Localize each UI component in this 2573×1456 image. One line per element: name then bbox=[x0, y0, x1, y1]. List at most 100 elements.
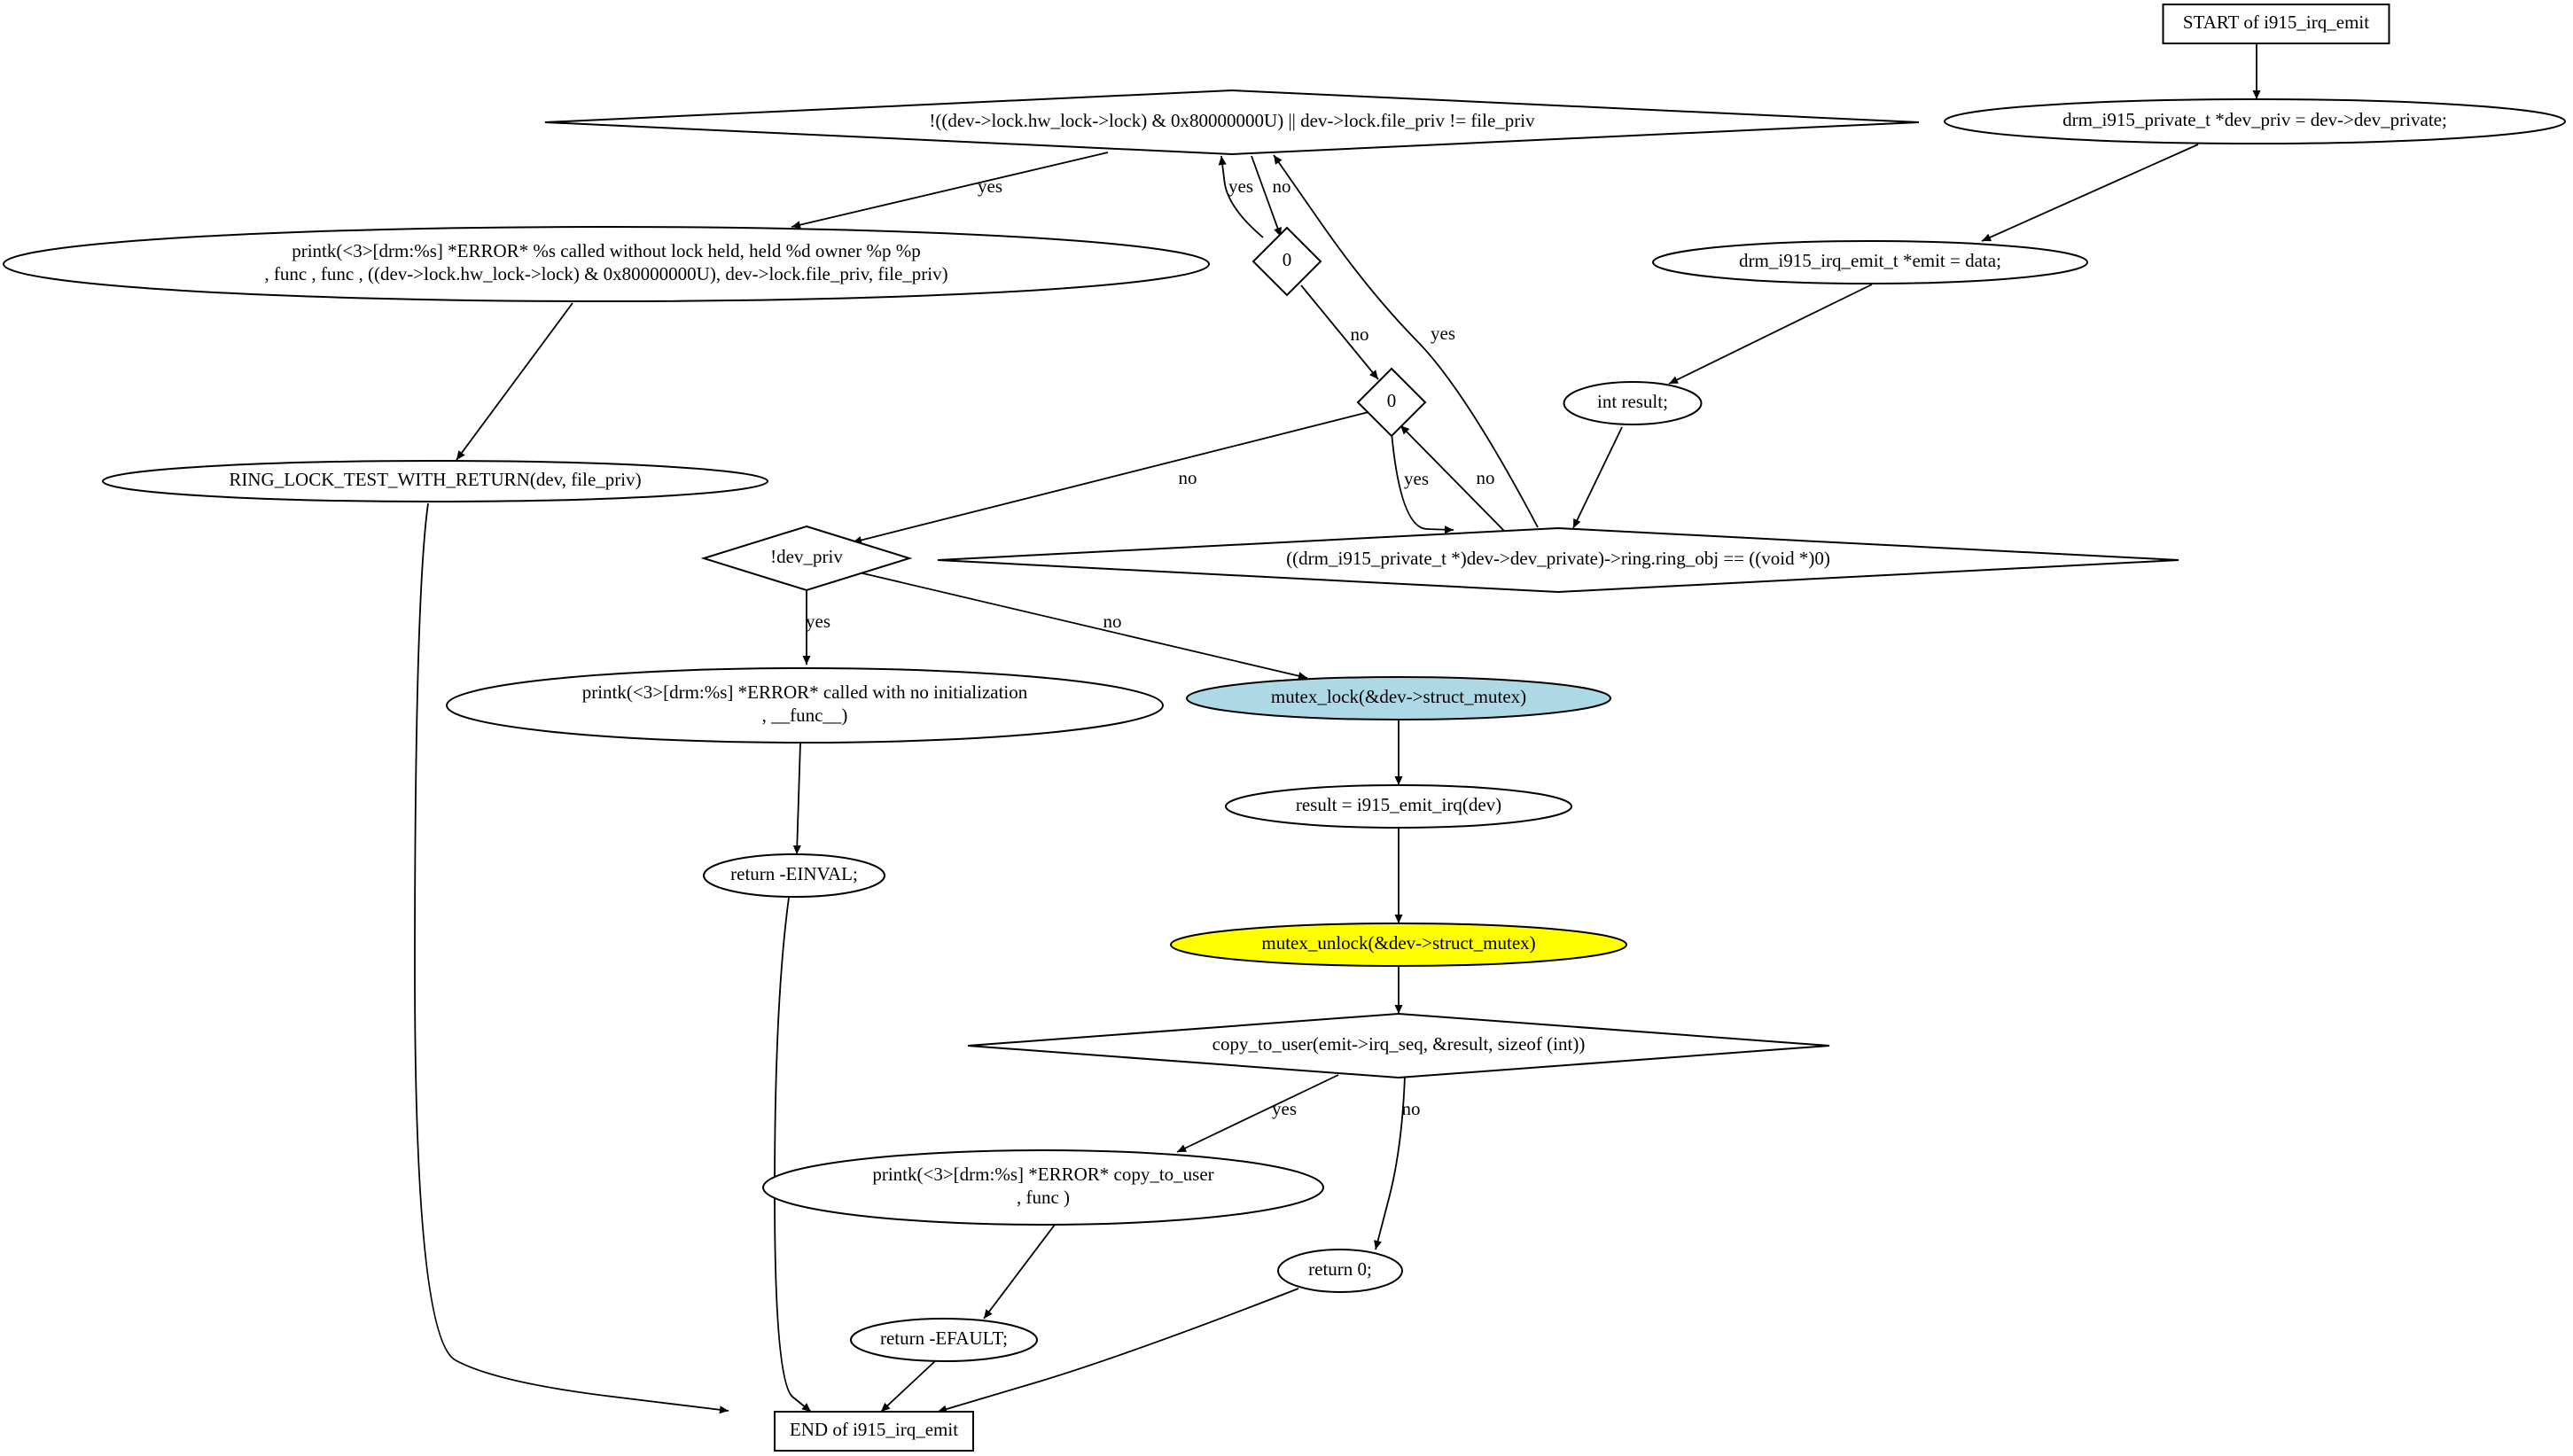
node-label: printk(<3>[drm:%s] *ERROR* called with n… bbox=[582, 681, 1028, 703]
node-copy-check: copy_to_user(emit->irq_seq, &result, siz… bbox=[967, 1012, 1830, 1079]
edge-label: no bbox=[1179, 467, 1197, 488]
node-ellipse-shape bbox=[1944, 98, 2566, 144]
edge-label: yes bbox=[1404, 468, 1429, 489]
node-end: END of i915_irq_emit bbox=[774, 1411, 974, 1452]
node-label: 0 bbox=[1283, 249, 1292, 270]
node-dev-priv-decl: drm_i915_private_t *dev_priv = dev->dev_… bbox=[1944, 98, 2566, 144]
edge-zero_a-to-zero_b: no bbox=[1300, 284, 1379, 380]
edge-ring_lock_test-to-end bbox=[414, 502, 729, 1414]
edge-return_efault-to-end bbox=[880, 1360, 936, 1413]
node-label: , func , func , ((dev->lock.hw_lock->loc… bbox=[264, 263, 947, 284]
edge-emit_decl-to-result_decl bbox=[1668, 284, 1873, 385]
node-diamond-shape bbox=[544, 89, 1920, 156]
edge-return_zero-to-end bbox=[937, 1288, 1299, 1413]
node-label: return -EINVAL; bbox=[730, 863, 858, 884]
edge-copy_error-to-return_efault bbox=[983, 1224, 1056, 1320]
node-lock-check: !((dev->lock.hw_lock->lock) & 0x80000000… bbox=[544, 89, 1920, 156]
node-mutex-lock: mutex_lock(&dev->struct_mutex) bbox=[1186, 676, 1611, 720]
node-label: !((dev->lock.hw_lock->lock) & 0x80000000… bbox=[929, 110, 1535, 131]
edge-arrow bbox=[852, 410, 1373, 544]
node-label: START of i915_irq_emit bbox=[2183, 12, 2369, 33]
node-result-assign: result = i915_emit_irq(dev) bbox=[1225, 784, 1572, 829]
edge-arrow bbox=[937, 1288, 1299, 1413]
nodes-layer: START of i915_irq_emit drm_i915_private_t… bbox=[3, 4, 2566, 1452]
edge-label: yes bbox=[1228, 175, 1253, 197]
node-return-efault: return -EFAULT; bbox=[850, 1318, 1038, 1362]
node-result-decl: int result; bbox=[1563, 381, 1703, 425]
edge-zero_a-to-lock_check: yes bbox=[1218, 155, 1264, 238]
edge-zero_b-to-ring_check: yes bbox=[1391, 432, 1454, 534]
node-init-error: printk(<3>[drm:%s] *ERROR* called with n… bbox=[446, 667, 1164, 744]
edge-arrow bbox=[1668, 284, 1873, 385]
edge-return_einval-to-end bbox=[774, 897, 812, 1413]
node-lock-error: printk(<3>[drm:%s] *ERROR* %s called wit… bbox=[3, 226, 1210, 302]
node-start: START of i915_irq_emit bbox=[2162, 4, 2390, 44]
edge-arrow bbox=[880, 1360, 936, 1413]
edge-ring_check-to-zero_b: no bbox=[1400, 424, 1506, 533]
edge-arrow bbox=[983, 1224, 1056, 1320]
node-label: !dev_priv bbox=[770, 546, 843, 567]
node-diamond-shape bbox=[937, 526, 2179, 594]
node-ellipse-shape bbox=[1186, 676, 1611, 720]
node-label: result = i915_emit_irq(dev) bbox=[1296, 794, 1501, 815]
edge-arrow bbox=[414, 502, 729, 1414]
node-label: return 0; bbox=[1308, 1258, 1372, 1280]
node-ellipse-shape bbox=[1563, 381, 1703, 425]
node-copy-error: printk(<3>[drm:%s] *ERROR* copy_to_user,… bbox=[762, 1149, 1324, 1226]
node-label: END of i915_irq_emit bbox=[790, 1419, 958, 1440]
node-emit-decl: drm_i915_irq_emit_t *emit = data; bbox=[1652, 240, 2088, 284]
edge-label: yes bbox=[806, 611, 830, 632]
node-ellipse-shape bbox=[446, 667, 1164, 744]
node-ellipse-shape bbox=[762, 1149, 1324, 1226]
node-label: printk(<3>[drm:%s] *ERROR* %s called wit… bbox=[292, 240, 921, 261]
edge-lock_check-to-zero_a: no bbox=[1251, 155, 1291, 237]
node-label: return -EFAULT; bbox=[880, 1328, 1008, 1349]
edge-lock_error-to-ring_lock_test bbox=[456, 302, 573, 461]
node-return-einval: return -EINVAL; bbox=[703, 853, 885, 898]
node-diamond-shape bbox=[1356, 367, 1427, 438]
edge-dev_priv_decl-to-emit_decl bbox=[1981, 144, 2199, 242]
node-label: int result; bbox=[1597, 391, 1668, 412]
edge-zero_b-to-dev_priv_check: no bbox=[852, 410, 1373, 544]
edge-arrow bbox=[1572, 426, 1623, 529]
node-label: mutex_lock(&dev->struct_mutex) bbox=[1271, 686, 1526, 707]
edge-arrow bbox=[774, 897, 812, 1413]
node-label: drm_i915_irq_emit_t *emit = data; bbox=[1739, 250, 2001, 271]
edge-copy_check-to-copy_error: yes bbox=[1176, 1074, 1339, 1153]
edge-label: no bbox=[1477, 467, 1495, 488]
node-box-shape bbox=[2162, 4, 2390, 44]
edge-dev_priv_check-to-mutex_lock: no bbox=[854, 571, 1308, 681]
edge-result_decl-to-ring_check bbox=[1572, 426, 1623, 529]
node-diamond-shape bbox=[1251, 226, 1322, 297]
node-ring-lock-test: RING_LOCK_TEST_WITH_RETURN(dev, file_pri… bbox=[102, 460, 768, 502]
edge-arrow bbox=[1981, 144, 2199, 242]
edge-arrow bbox=[854, 571, 1308, 681]
edge-ring_check-to-lock_check: yes bbox=[1273, 154, 1539, 528]
node-diamond-shape bbox=[700, 525, 913, 592]
node-label: copy_to_user(emit->irq_seq, &result, siz… bbox=[1212, 1033, 1586, 1055]
node-label: 0 bbox=[1387, 390, 1397, 411]
edge-arrow bbox=[1176, 1074, 1339, 1153]
edge-lock_check-to-lock_error: yes bbox=[791, 152, 1109, 230]
edge-label: no bbox=[1273, 175, 1291, 197]
edge-label: yes bbox=[1431, 323, 1455, 344]
node-mutex-unlock: mutex_unlock(&dev->struct_mutex) bbox=[1170, 923, 1627, 967]
node-label: drm_i915_private_t *dev_priv = dev->dev_… bbox=[2062, 109, 2447, 130]
node-ellipse-shape bbox=[102, 460, 768, 502]
edge-init_error-to-return_einval bbox=[792, 742, 801, 855]
node-label: printk(<3>[drm:%s] *ERROR* copy_to_user bbox=[872, 1164, 1213, 1185]
edge-dev_priv_check-to-init_error: yes bbox=[802, 591, 830, 665]
node-zero-a: 0 bbox=[1251, 226, 1322, 297]
edge-arrow bbox=[1400, 424, 1506, 533]
node-ellipse-shape bbox=[1170, 923, 1627, 967]
edge-copy_check-to-return_zero: no bbox=[1374, 1075, 1421, 1250]
edge-arrow bbox=[456, 302, 573, 461]
node-label: ((drm_i915_private_t *)dev->dev_private)… bbox=[1286, 548, 1830, 569]
edge-label: no bbox=[1351, 323, 1369, 345]
edge-label: no bbox=[1402, 1098, 1421, 1119]
edge-arrow bbox=[1391, 432, 1454, 534]
node-ellipse-shape bbox=[1225, 784, 1572, 829]
node-ellipse-shape bbox=[1277, 1249, 1403, 1293]
node-return-zero: return 0; bbox=[1277, 1249, 1403, 1293]
